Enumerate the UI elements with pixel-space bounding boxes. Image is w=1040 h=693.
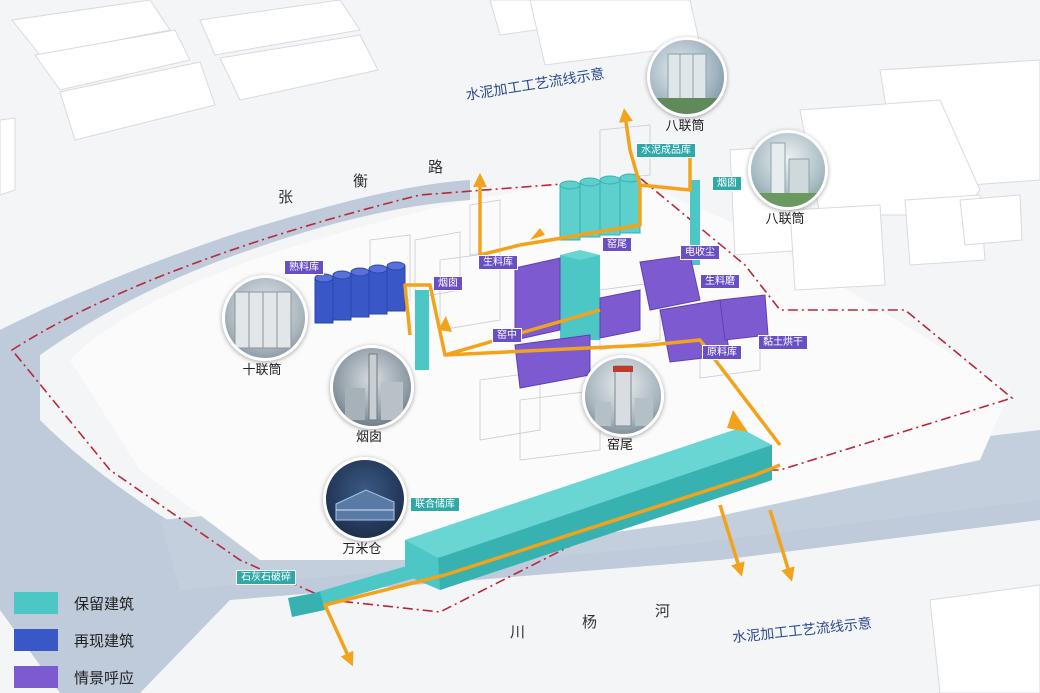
warehouse-photo-icon (335, 489, 395, 521)
legend: 保留建筑 再现建筑 情景呼应 (14, 590, 134, 693)
legend-swatch-reproduced (14, 629, 58, 651)
photo-yan-cong (330, 345, 414, 429)
legend-item-echo: 情景呼应 (14, 664, 134, 690)
legend-swatch-echo (14, 666, 58, 688)
silo-group-photo-icon (234, 291, 292, 349)
legend-item-reproduced: 再现建筑 (14, 627, 134, 653)
tower-photo-icon (751, 142, 825, 207)
tag-shihuishi-posui: 石灰石破碎 (236, 570, 296, 585)
tag-lianhe-chuku: 联合储库 (410, 497, 460, 512)
chimney-photo-icon (345, 353, 403, 421)
photo-ba-lian-tong-1 (647, 37, 727, 117)
river-label-chuan: 川 (510, 623, 526, 641)
road-label-heng: 衡 (353, 172, 369, 190)
caption-shi-lian-tong: 十联筒 (242, 363, 282, 378)
kiln-tower-photo-icon (595, 365, 653, 427)
road-label-zhang: 张 (278, 188, 294, 206)
tag-yao-zhong: 窑中 (492, 328, 522, 343)
caption-ba-lian-tong-2: 八联筒 (765, 212, 805, 227)
tag-yan-cong: 烟囱 (433, 276, 463, 291)
reproduced-buildings (314, 261, 406, 324)
photo-shi-lian-tong (222, 275, 308, 361)
retained-buildings (288, 173, 772, 617)
caption-yao-wei: 窑尾 (606, 438, 633, 453)
legend-item-retained: 保留建筑 (14, 590, 134, 616)
photo-ba-lian-tong-2 (748, 130, 828, 210)
tag-yuanliao-ku: 原料库 (702, 345, 742, 360)
photo-wan-mi-cang (323, 457, 407, 541)
legend-label-echo: 情景呼应 (74, 668, 135, 687)
legend-label-retained: 保留建筑 (74, 594, 135, 613)
tag-yan-cong-top: 烟囱 (712, 176, 742, 191)
caption-ba-lian-tong-1: 八联筒 (665, 119, 705, 134)
tag-dian-shouchen: 电收尘 (680, 245, 720, 260)
caption-wan-mi-cang: 万米仓 (342, 542, 382, 557)
tag-shengliao-ku: 生料库 (478, 255, 518, 270)
tag-niantu-honggan: 黏土烘干 (758, 335, 808, 350)
tag-shengliao-mo: 生料磨 (700, 274, 740, 289)
flow-arrows (438, 228, 748, 432)
legend-swatch-retained (14, 592, 58, 614)
caption-yan-cong: 烟囱 (355, 430, 382, 445)
river-label-he: 河 (655, 602, 671, 620)
river-label-yang: 杨 (582, 613, 598, 631)
tag-shuini-chengpin-ku: 水泥成品库 (636, 143, 696, 158)
legend-label-reproduced: 再现建筑 (74, 631, 135, 650)
tag-yao-wei: 窑尾 (602, 237, 632, 252)
silo-photo-icon (650, 53, 724, 114)
photo-yao-wei (582, 355, 664, 437)
tag-shuliao-ku: 熟料库 (284, 260, 324, 275)
road-label-lu: 路 (428, 158, 444, 176)
